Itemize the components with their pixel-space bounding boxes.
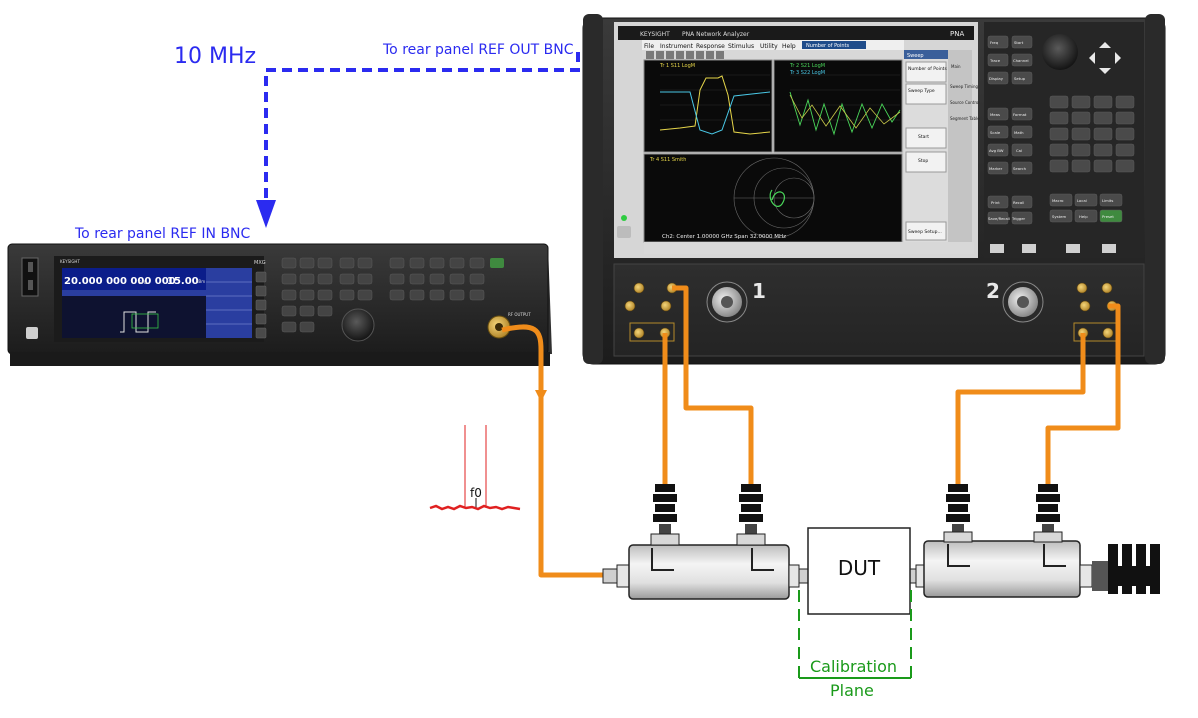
- side-btn-sweep-type[interactable]: Sweep Type: [908, 88, 935, 94]
- pna-power-button[interactable]: [617, 226, 631, 238]
- mxg-preset-key[interactable]: [490, 258, 504, 268]
- key-freq[interactable]: Freq: [990, 40, 999, 45]
- key-search[interactable]: Search: [1013, 166, 1027, 171]
- mxg-model-badge: MXG: [254, 260, 266, 266]
- pna-badge: PNA: [950, 30, 964, 38]
- mxg-power-button[interactable]: [26, 327, 38, 339]
- menu-file[interactable]: File: [644, 43, 654, 50]
- key-setup[interactable]: Setup: [1014, 76, 1026, 81]
- reference-arrow-icon: [256, 200, 276, 228]
- ref-out-label: To rear panel REF OUT BNC: [383, 42, 574, 58]
- ref-in-label: To rear panel REF IN BNC: [75, 226, 251, 242]
- key-channel[interactable]: Channel: [1013, 58, 1029, 63]
- mxg-freq-unit: GHz: [138, 280, 148, 286]
- plane-label: Plane: [830, 681, 874, 700]
- mxg-amp-unit: dBm: [196, 279, 205, 284]
- mxg-brand: KEYSIGHT: [60, 259, 80, 264]
- key-save-recall[interactable]: Save/Recall: [988, 216, 1010, 221]
- mxg-amplitude: 15.00: [167, 276, 199, 287]
- mxg-frequency: 20.000 000 000 000: [64, 276, 176, 287]
- pna-knob[interactable]: [1042, 34, 1078, 70]
- spectrum-marker-label: f0: [470, 486, 482, 500]
- side-tab-segment-table[interactable]: Segment Table: [950, 116, 980, 121]
- key-start[interactable]: Start: [1014, 40, 1024, 45]
- dut-label: DUT: [837, 556, 881, 580]
- side-tab-sweep-timing[interactable]: Sweep Timing: [950, 84, 979, 89]
- pna-preset-key[interactable]: [1099, 209, 1123, 223]
- coupler-left: [602, 484, 810, 600]
- pna-brand: KEYSIGHT: [640, 31, 670, 38]
- trace-label-2: Tr 2 S21 LogM: [789, 63, 825, 69]
- side-btn-sweep-setup[interactable]: Sweep Setup...: [908, 229, 942, 235]
- key-display[interactable]: Display: [989, 76, 1004, 81]
- rf-cables: [501, 285, 1121, 578]
- status-bar: Ch2: Center 1.00000 GHz Span 32.0000 MHz: [662, 234, 786, 240]
- key-format[interactable]: Format: [1013, 112, 1027, 117]
- key-preset[interactable]: Preset: [1102, 214, 1114, 219]
- spectrum-sketch: [429, 425, 521, 511]
- key-trace[interactable]: Trace: [989, 58, 1001, 63]
- pna-title: PNA Network Analyzer: [682, 31, 750, 38]
- menu-utility[interactable]: Utility: [760, 43, 778, 50]
- key-macro[interactable]: Macro: [1052, 198, 1064, 203]
- side-btn-start[interactable]: Start: [918, 134, 929, 140]
- calibration-label: Calibration: [810, 657, 898, 676]
- key-local[interactable]: Local: [1077, 198, 1087, 203]
- signal-generator: KEYSIGHT MXG 20.000 000 000 000 GHz 15.0…: [7, 243, 552, 366]
- rf-direction-arrow-icon: [535, 390, 547, 402]
- mxg-port-label: RF OUTPUT: [508, 312, 531, 317]
- coupler-right: [905, 484, 1093, 598]
- side-btn-points[interactable]: Number of Points: [908, 66, 947, 72]
- key-avg-bw[interactable]: Avg BW: [989, 148, 1004, 153]
- side-tab-source-control[interactable]: Source Control: [950, 100, 979, 105]
- key-meas[interactable]: Meas: [990, 112, 1000, 117]
- side-panel-title: Sweep: [907, 53, 924, 59]
- side-tab-main[interactable]: Main: [951, 64, 961, 69]
- termination-load: [1092, 544, 1160, 594]
- trace-label-3: Tr 3 S22 LogM: [789, 70, 825, 76]
- key-trigger[interactable]: Trigger: [1011, 216, 1026, 221]
- reference-frequency-label: 10 MHz: [174, 44, 257, 69]
- port-2-label: 2: [986, 279, 1000, 303]
- trace-label-4: Tr 4 S11 Smith: [649, 157, 686, 163]
- menu-help[interactable]: Help: [782, 43, 796, 50]
- test-port-2[interactable]: [1002, 281, 1044, 323]
- side-btn-stop[interactable]: Stop: [918, 158, 928, 164]
- key-scale[interactable]: Scale: [990, 130, 1001, 135]
- test-port-1[interactable]: [706, 281, 748, 323]
- key-cal[interactable]: Cal: [1016, 148, 1022, 153]
- dut-block: [807, 527, 911, 615]
- network-analyzer: KEYSIGHT PNA Network Analyzer PNA File I…: [582, 14, 1166, 365]
- reference-link: [256, 52, 580, 228]
- toolbar-field-label: Number of Points: [806, 43, 849, 49]
- menu-instrument[interactable]: Instrument: [660, 43, 694, 50]
- trace-label-1: Tr 1 S11 LogM: [659, 63, 695, 69]
- key-system[interactable]: System: [1052, 214, 1066, 219]
- key-help[interactable]: Help: [1079, 214, 1088, 219]
- key-print[interactable]: Print: [991, 200, 1000, 205]
- key-marker[interactable]: Marker: [989, 166, 1003, 171]
- menu-response[interactable]: Response: [696, 43, 725, 50]
- menu-stimulus[interactable]: Stimulus: [728, 43, 754, 50]
- mxg-knob[interactable]: [341, 308, 375, 342]
- mxg-rf-output[interactable]: [487, 315, 511, 339]
- port-1-label: 1: [752, 279, 766, 303]
- key-limits[interactable]: Limits: [1102, 198, 1113, 203]
- key-math[interactable]: Math: [1014, 130, 1024, 135]
- calibration-plane: [798, 590, 912, 679]
- key-recall[interactable]: Recall: [1013, 200, 1024, 205]
